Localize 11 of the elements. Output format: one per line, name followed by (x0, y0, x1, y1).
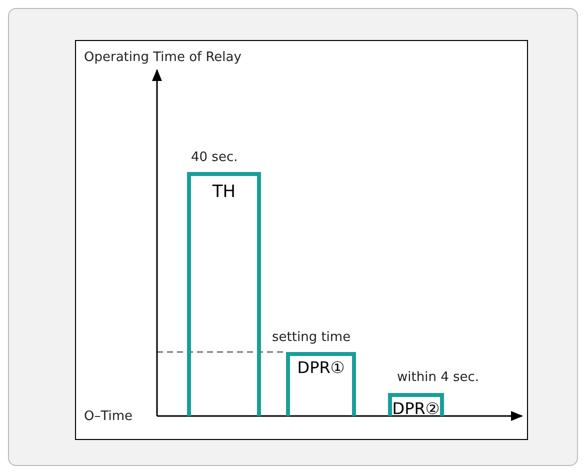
pulse-label: DPR② (392, 399, 440, 418)
pulse-label: TH (211, 182, 237, 202)
pulse-outline (187, 172, 261, 416)
threshold-label: setting time (272, 330, 351, 345)
axis-title: Operating Time of Relay (84, 50, 242, 65)
pulse-label: DPR① (296, 358, 346, 377)
pulse-outline (286, 352, 356, 416)
duration-label: within 4 sec. (397, 370, 480, 385)
pulse-outline (388, 393, 444, 416)
axis-label: O–Time (84, 409, 133, 424)
duration-label: 40 sec. (191, 150, 238, 165)
